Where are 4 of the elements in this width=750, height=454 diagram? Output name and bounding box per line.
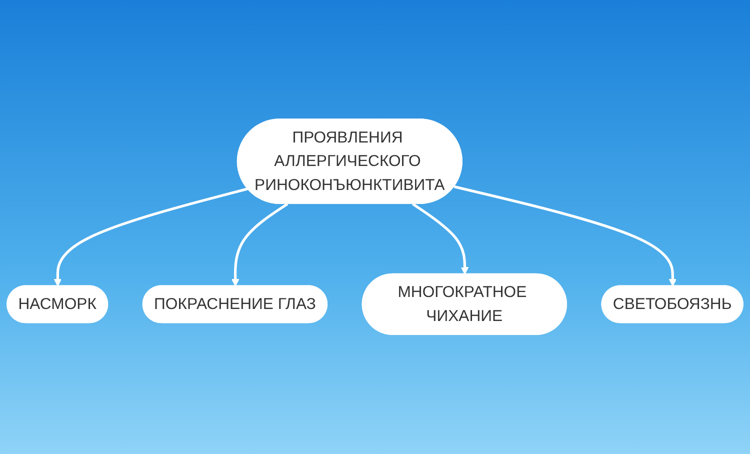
arrow <box>54 188 248 287</box>
arrow <box>231 203 288 287</box>
arrow <box>412 203 469 275</box>
arrow <box>454 186 677 287</box>
